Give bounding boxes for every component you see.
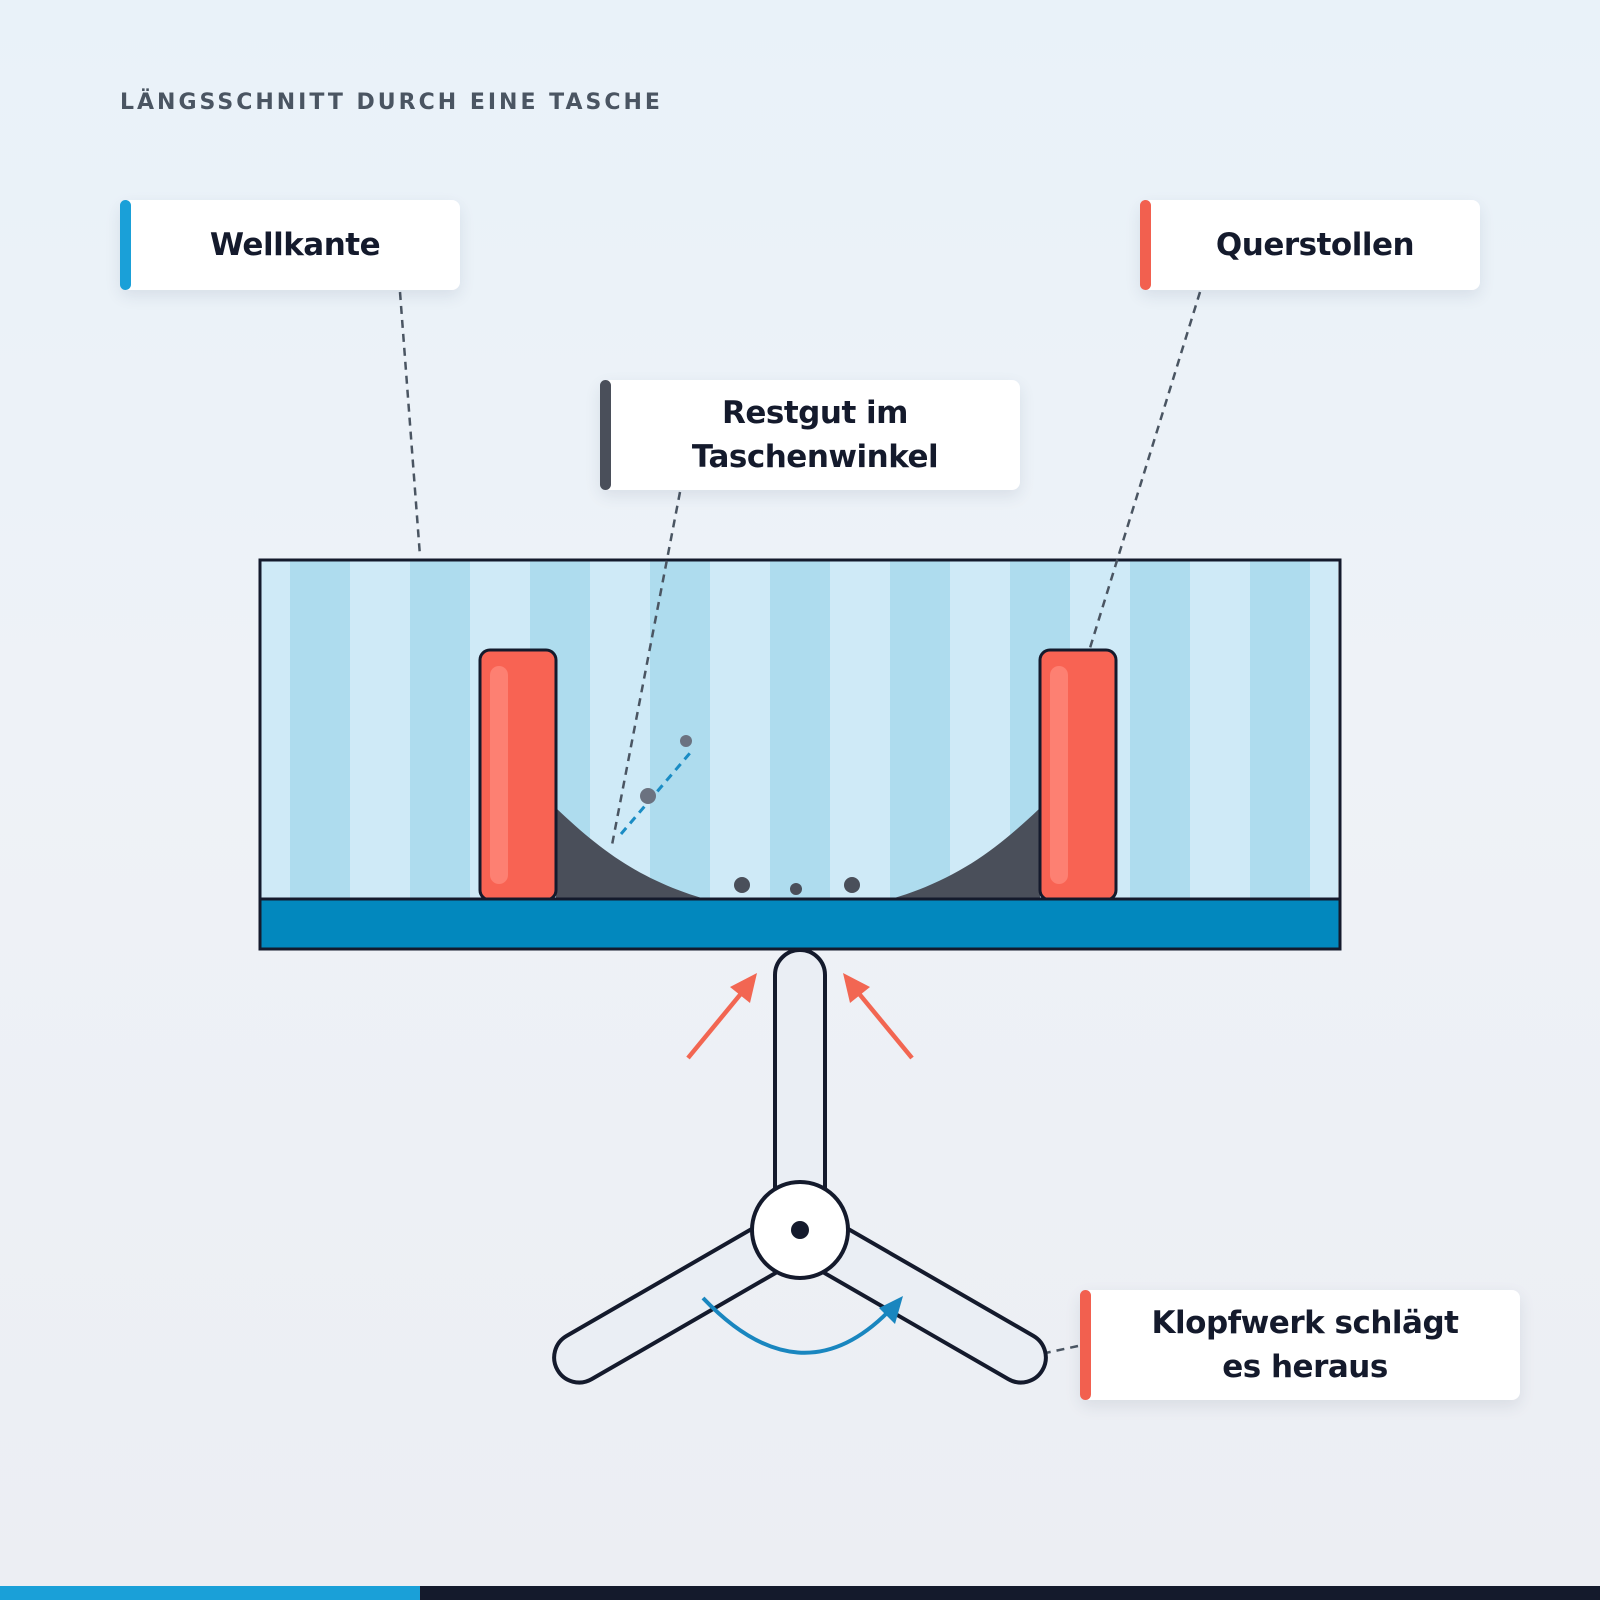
corrugation-stripe bbox=[1250, 561, 1310, 899]
corrugation-stripe bbox=[290, 561, 350, 899]
belt-base bbox=[258, 897, 1342, 951]
impact-arrow-icon bbox=[686, 973, 757, 1060]
leader-restgut bbox=[610, 491, 682, 846]
callout-label-klopfwerk: Klopfwerk schlägt es heraus bbox=[1152, 1301, 1459, 1389]
bottom-bar bbox=[0, 1586, 1600, 1600]
particle bbox=[844, 877, 860, 893]
leader-wellkante bbox=[398, 291, 422, 557]
bottom-bar-accent bbox=[0, 1586, 420, 1600]
callout-accent bbox=[600, 380, 611, 490]
callout-restgut: Restgut im Taschenwinkel bbox=[600, 380, 1020, 490]
bottom-bar-dark bbox=[420, 1586, 1600, 1600]
residue-left bbox=[556, 808, 705, 899]
corrugation-stripe bbox=[650, 561, 710, 899]
corrugation-stripe bbox=[770, 561, 830, 899]
callout-label-line: Restgut im bbox=[722, 395, 908, 431]
callout-label-line: es heraus bbox=[1222, 1349, 1388, 1385]
callout-querstollen: Querstollen bbox=[1140, 200, 1480, 290]
callout-wellkante: Wellkante bbox=[120, 200, 460, 290]
residue-right bbox=[891, 808, 1040, 899]
corrugation-stripe bbox=[1130, 561, 1190, 899]
impact-arrow-icon bbox=[843, 973, 914, 1060]
callout-label-line: Taschenwinkel bbox=[691, 439, 939, 475]
particle-flying bbox=[680, 735, 692, 747]
particle bbox=[790, 883, 802, 895]
particle bbox=[734, 877, 750, 893]
callout-label-line: Klopfwerk schlägt bbox=[1151, 1305, 1459, 1341]
callout-label-wellkante: Wellkante bbox=[209, 227, 381, 263]
callout-label-restgut: Restgut im Taschenwinkel bbox=[691, 391, 939, 479]
callout-accent bbox=[1080, 1290, 1091, 1400]
page-title: LÄNGSSCHNITT DURCH EINE TASCHE bbox=[120, 90, 663, 115]
particle-trail bbox=[619, 752, 692, 835]
beater-rotor bbox=[552, 948, 1048, 1385]
callout-accent bbox=[1140, 200, 1151, 290]
leader-querstollen bbox=[1088, 291, 1202, 649]
sidewall-corrugation-stripes bbox=[290, 561, 1310, 899]
callout-accent bbox=[120, 200, 131, 290]
rotation-arrow-icon bbox=[701, 1296, 903, 1355]
callout-klopfwerk: Klopfwerk schlägt es heraus bbox=[1080, 1290, 1520, 1400]
cleat-left bbox=[478, 648, 558, 902]
callout-label-querstollen: Querstollen bbox=[1215, 227, 1415, 263]
particle-flying bbox=[640, 788, 656, 804]
pocket-interior bbox=[260, 561, 1338, 899]
corrugation-stripe bbox=[410, 561, 470, 899]
corrugation-stripe bbox=[890, 561, 950, 899]
cleat-right bbox=[1038, 648, 1118, 902]
